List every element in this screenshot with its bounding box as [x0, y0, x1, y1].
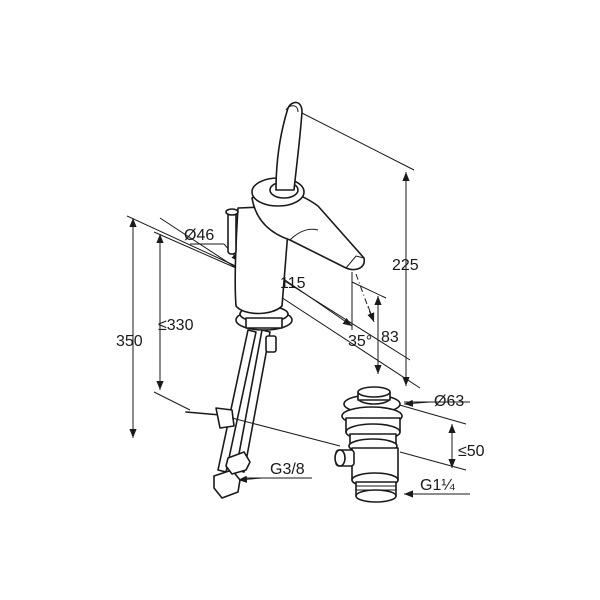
- label-max-50: ≤50: [458, 443, 485, 460]
- supply-hoses: [213, 329, 277, 499]
- label-diameter-63: Ø63: [434, 393, 464, 410]
- label-height-225: 225: [392, 257, 419, 274]
- waste-thread: [355, 481, 397, 503]
- label-height-83: 83: [381, 329, 399, 346]
- label-length-350: 350: [116, 333, 143, 350]
- dimension-labels: Ø46 115 225 35° 83 ≤330 350 Ø63 ≤50 G3/8…: [116, 227, 485, 494]
- waste-assembly: [334, 386, 403, 503]
- popup-rod: [185, 407, 341, 447]
- label-angle-35: 35°: [348, 333, 372, 350]
- faucet-body: [225, 101, 366, 315]
- label-diameter-46: Ø46: [184, 227, 214, 244]
- label-thread-g38: G3/8: [270, 461, 305, 478]
- label-reach-115: 115: [280, 275, 306, 292]
- label-max-330: ≤330: [158, 317, 194, 334]
- dimension-lines: [126, 109, 470, 498]
- label-thread-g114: G1¼: [420, 477, 455, 494]
